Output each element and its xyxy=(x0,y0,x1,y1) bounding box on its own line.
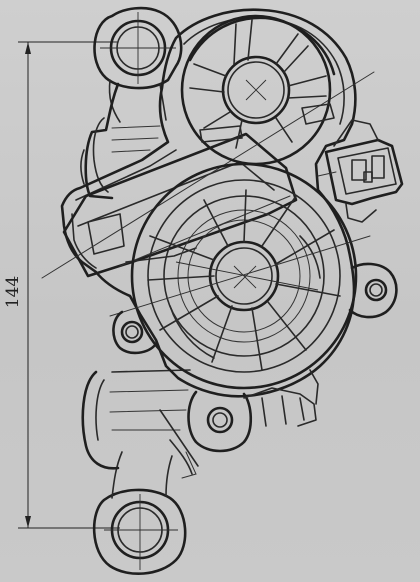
main-housing xyxy=(60,8,357,398)
bottom-mounting-eye xyxy=(92,451,187,576)
left-mounting-ear xyxy=(112,310,158,355)
upper-gear-wheel xyxy=(180,14,336,166)
dimension-value: 144 xyxy=(3,275,24,309)
dimension-line xyxy=(18,41,120,529)
right-mounting-ear xyxy=(348,262,398,319)
bottom-boss xyxy=(181,369,319,479)
lower-bracket-arm xyxy=(81,369,199,475)
electrical-connector xyxy=(317,119,404,223)
lower-motor-fan xyxy=(109,162,371,390)
dimension-label: 144 xyxy=(2,268,24,316)
top-mounting-eye xyxy=(93,6,183,123)
